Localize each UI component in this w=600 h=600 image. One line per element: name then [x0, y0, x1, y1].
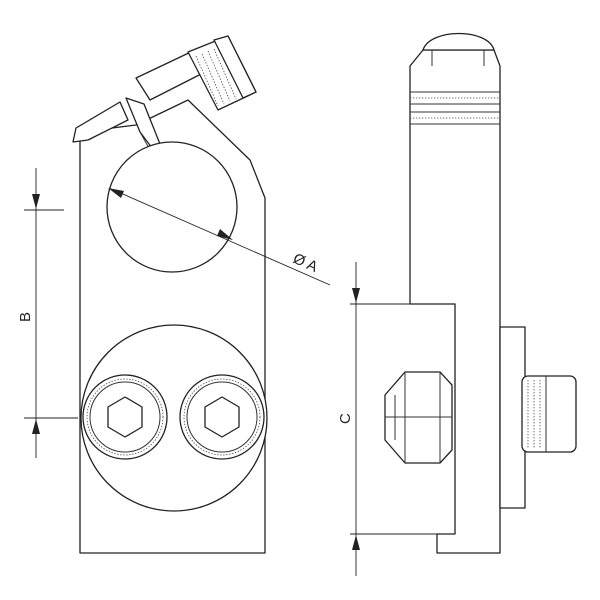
arrowhead — [32, 419, 40, 434]
arrowhead — [108, 188, 124, 198]
socket-screw-left — [82, 374, 168, 460]
bore-circle — [106, 141, 238, 273]
hex-socket-left — [107, 396, 143, 438]
clamping-screw — [187, 35, 257, 111]
lower-disc — [80, 324, 268, 512]
side-view: C — [337, 32, 577, 576]
hex-head-lines — [410, 50, 500, 125]
socket-screw-right — [179, 374, 265, 460]
dimension-b-label: B — [17, 312, 34, 322]
side-body-outline — [409, 49, 501, 554]
side-screw — [521, 375, 577, 453]
diameter-label: Ø A — [290, 250, 320, 276]
front-view: Ø A B — [17, 35, 331, 554]
arrowhead — [217, 229, 233, 240]
left-jaw — [72, 101, 129, 143]
side-plate — [499, 326, 526, 509]
arrowhead — [352, 288, 360, 303]
clamp-pad — [384, 371, 453, 464]
dimension-c: C — [337, 262, 437, 576]
arrowhead — [352, 535, 360, 550]
dimension-b: B — [17, 168, 78, 458]
dimension-c-label: C — [337, 413, 354, 424]
arrowhead — [32, 194, 40, 209]
screw-dome — [422, 32, 495, 51]
hex-socket-right — [204, 396, 240, 438]
